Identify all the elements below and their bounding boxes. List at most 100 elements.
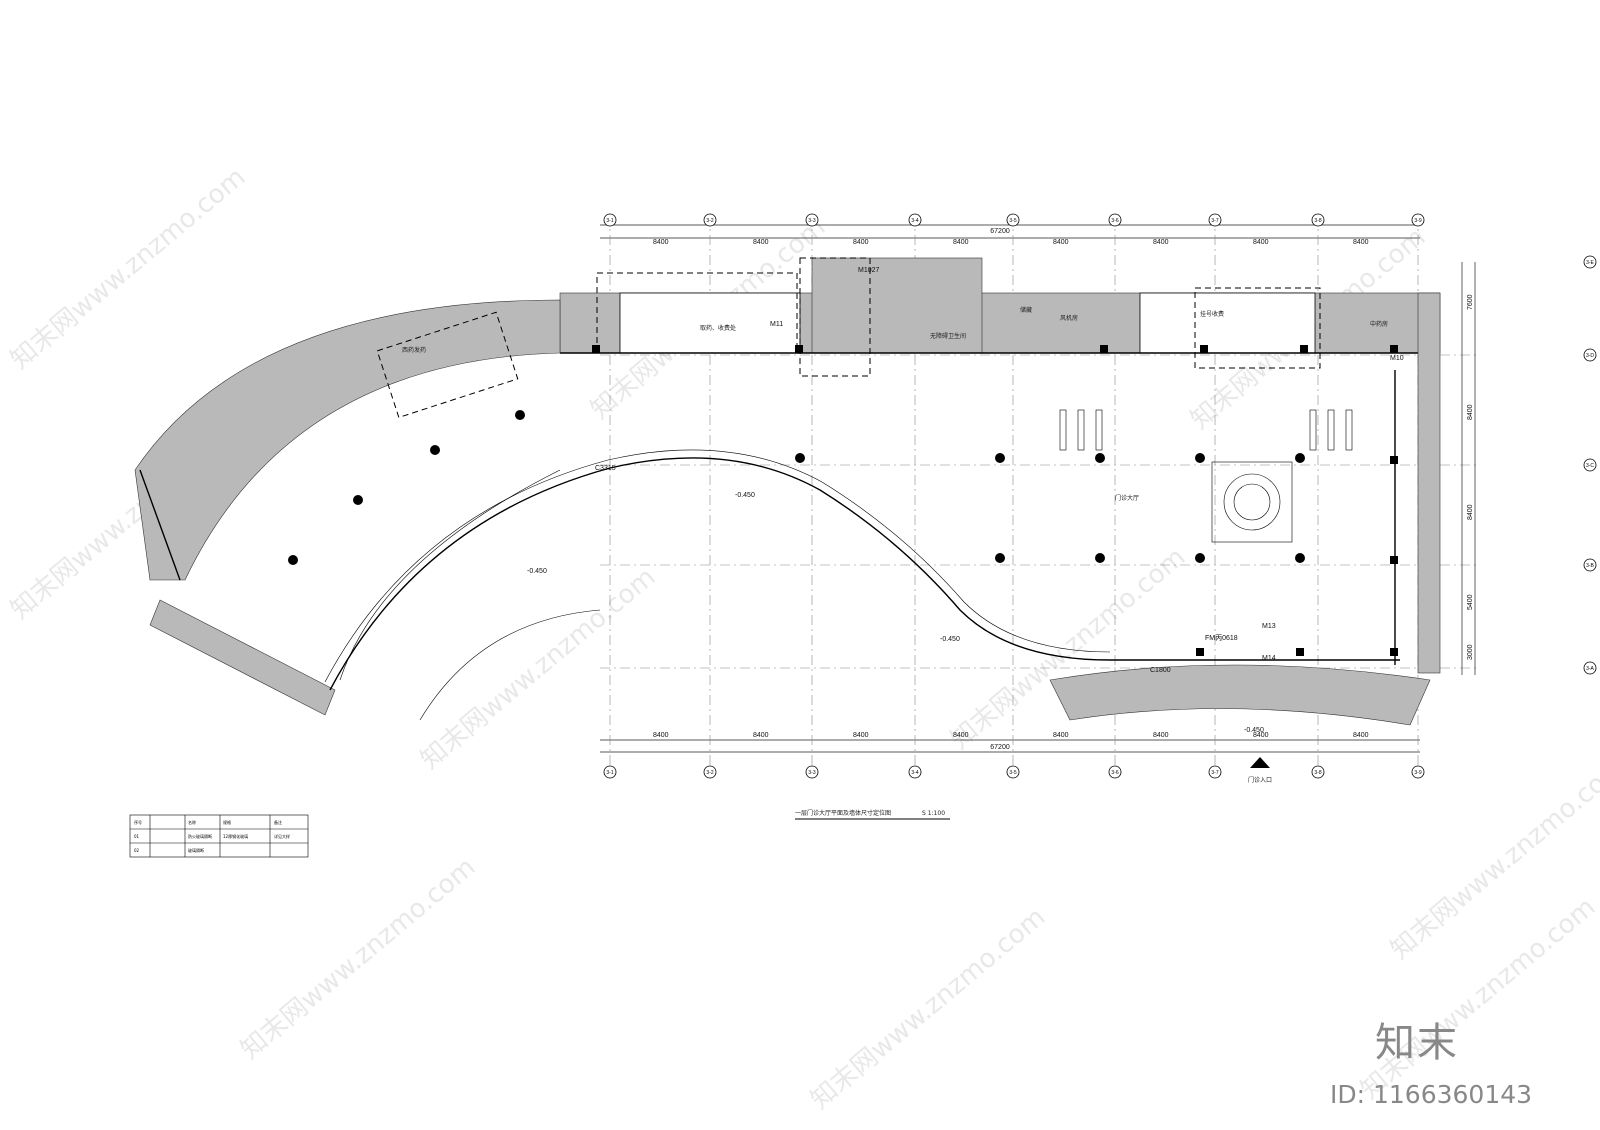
door-tag: M13 [1262,623,1276,630]
main-hall-label: 门诊大厅 [1115,494,1139,502]
legend-cell: 玻璃隔断 [188,847,204,853]
bay-dim: 8400 [1053,732,1069,739]
bay-dim: 8400 [1253,239,1269,246]
level-mark: -0.450 [527,568,547,575]
legend-header: 序号 [134,819,142,825]
structural-columns [288,345,1398,656]
bottom-dimension-chain: 67200 8400 8400 8400 8400 8400 8400 8400… [600,732,1420,753]
axis-label: 3-1 [606,770,613,776]
legend-table: 序号 名称 规格 备注 01 防火玻璃隔断 12厚钢化玻璃 详见大样 02 玻璃… [129,814,309,858]
level-mark: -0.450 [1244,727,1264,734]
main-entrance: 门诊入口 [1248,757,1272,784]
axis-label: 3-5 [1009,218,1016,224]
bay-dim: 8400 [1053,239,1069,246]
bay-dim: 8400 [1353,732,1369,739]
door-tag: M10 [1390,355,1404,362]
room-label: 无障碍卫生间 [930,332,966,340]
right-dim: 8400 [1467,504,1474,520]
waiting-seats [1059,409,1353,451]
room-label: 储藏 [1020,306,1032,314]
axis-label: 3-2 [706,770,713,776]
bay-dim: 8400 [1153,732,1169,739]
bay-dim: 8400 [653,732,669,739]
level-mark: -0.450 [735,492,755,499]
info-desk [1211,461,1293,543]
right-dim: 3000 [1467,644,1474,660]
image-id-text: ID: 1166360143 [1330,1080,1533,1109]
curved-curtain-wall [324,449,1431,726]
axis-label: 3-B [1586,563,1594,569]
legend-cell: 02 [134,848,140,853]
axis-label: 3-4 [911,770,918,776]
drawing-title-block: 一层门诊大厅平面及墙体尺寸定位图 S 1:100 [795,809,950,820]
level-mark: -0.450 [940,636,960,643]
right-service-band [1394,292,1441,674]
axis-label: 3-6 [1111,770,1118,776]
bay-dim: 8400 [953,239,969,246]
watermark: 知末网www.znzmo.com [945,542,1191,755]
legend-cell: 防火玻璃隔断 [188,833,212,839]
door-tag: C3315 [595,465,616,472]
right-dimension-chain: 7600 8400 8400 5400 3000 [1461,262,1476,675]
axis-label: 3-9 [1414,218,1421,224]
brand-logo: 知末 [1375,1020,1459,1066]
door-tag: C1800 [1150,667,1171,674]
room-label: 取药、收费处 [700,324,736,332]
axis-label: 3-4 [911,218,918,224]
door-tag: M1027 [858,267,880,274]
room-labels: 西药发药 取药、收费处 挂号收费 中药房 无障碍卫生间 储藏 风机房 门诊大厅 [402,306,1388,502]
legend-header: 备注 [274,819,282,825]
axis-label: 3-3 [808,770,815,776]
axis-label: 3-8 [1314,770,1321,776]
watermark: 知末网www.znzmo.com [415,562,661,775]
bay-dim: 8400 [853,732,869,739]
axis-label: 3-5 [1009,770,1016,776]
bay-dim: 8400 [953,732,969,739]
axis-label: 3-C [1586,463,1594,469]
axis-label: 3-1 [606,218,613,224]
watermark: 知末网www.znzmo.com [1355,892,1600,1105]
legend-cell: 详见大样 [274,833,290,839]
right-dim: 7600 [1467,294,1474,310]
total-dimension-top: 67200 [990,228,1010,235]
level-marks: -0.450 -0.450 -0.450 -0.450 [527,492,1264,734]
legend-cell: 01 [134,834,140,839]
bay-dim: 8400 [1253,732,1269,739]
entrance-label: 门诊入口 [1248,776,1272,784]
bay-dim: 8400 [1353,239,1369,246]
room-label: 中药房 [1370,320,1388,328]
door-tag: FM丙0618 [1205,634,1238,642]
bay-dim: 8400 [753,239,769,246]
door-tag: M11 [770,321,783,328]
axis-label: 3-7 [1211,218,1218,224]
top-dimension-chain: 67200 8400 8400 8400 8400 8400 8400 8400… [600,224,1420,246]
bay-dim: 8400 [653,239,669,246]
total-dimension-bottom: 67200 [990,744,1010,751]
axis-label: 3-D [1586,353,1594,359]
bay-dim: 8400 [1153,239,1169,246]
watermark: 知末网www.znzmo.com [5,162,251,375]
drawing-scale: S 1:100 [922,810,945,817]
axis-label: 3-E [1586,260,1594,266]
axis-label: 3-7 [1211,770,1218,776]
watermark: 知末网www.znzmo.com [805,902,1051,1115]
legend-cell: 12厚钢化玻璃 [223,833,248,839]
bay-dim: 8400 [753,732,769,739]
axis-label: 3-6 [1111,218,1118,224]
watermark: 知末网www.znzmo.com [235,852,481,1065]
bay-dim: 8400 [853,239,869,246]
right-dim: 5400 [1467,594,1474,610]
legend-header: 规格 [223,819,231,825]
legend-header: 名称 [188,819,196,825]
axis-label: 3-8 [1314,218,1321,224]
entrance-arrow-icon [1250,757,1270,768]
axis-label: 3-3 [808,218,815,224]
axis-label: 3-9 [1414,770,1421,776]
right-dim: 8400 [1467,404,1474,420]
door-tags: M1027 M11 M10 M13 M14 FM丙0618 C1800 C331… [595,267,1404,674]
axis-label: 3-2 [706,218,713,224]
axis-label: 3-A [1586,666,1594,672]
room-label: 挂号收费 [1200,310,1224,318]
room-label: 西药发药 [402,346,426,354]
